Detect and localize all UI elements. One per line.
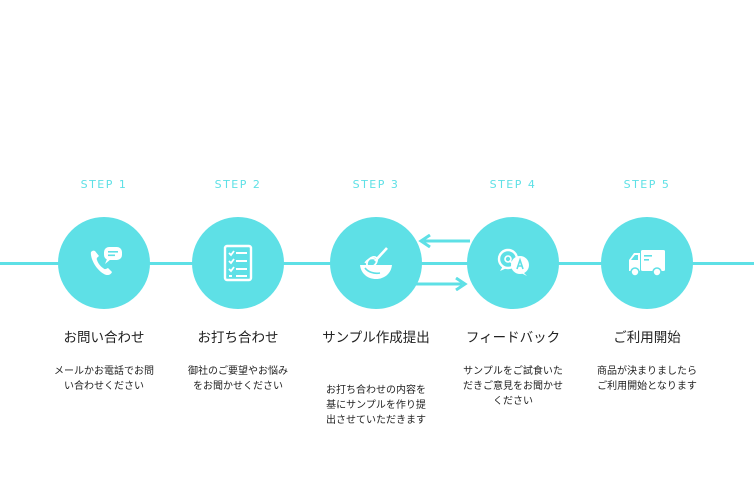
whisk-bowl-icon (360, 247, 392, 279)
step-label: STEP 1 (80, 178, 128, 191)
checklist-icon (223, 244, 253, 282)
step-label: STEP 3 (352, 178, 400, 191)
step-circle (330, 217, 422, 309)
step-description: メールかお電話でお問い合わせください (54, 366, 154, 392)
step-circle (192, 217, 284, 309)
step-description: お打ち合わせの内容を基にサンプルを作り提出させていただきます (326, 385, 426, 426)
step-title: ご利用開始 (613, 330, 681, 346)
step-circle (58, 217, 150, 309)
step-title: サンプル作成提出 (322, 330, 430, 346)
step-description: 御社のご要望やお悩みをお聞かせください (188, 366, 288, 392)
arrow-right-icon (412, 277, 468, 291)
step-title: フィードバック (465, 330, 561, 346)
qa-chat-icon (497, 248, 529, 276)
step-circle (467, 217, 559, 309)
step-description: サンプルをご試食いただきご意見をお聞かせください (463, 366, 563, 407)
step-circle (601, 217, 693, 309)
step-label: STEP 4 (489, 178, 537, 191)
arrow-left-icon (418, 234, 470, 248)
step-label: STEP 5 (623, 178, 671, 191)
delivery-truck-icon (629, 250, 665, 277)
step-title: お問い合わせ (63, 330, 145, 346)
step-label: STEP 2 (214, 178, 262, 191)
phone-icon (90, 247, 122, 276)
step-description: 商品が決まりましたらご利用開始となります (597, 366, 697, 392)
step-title: お打ち合わせ (197, 330, 279, 346)
